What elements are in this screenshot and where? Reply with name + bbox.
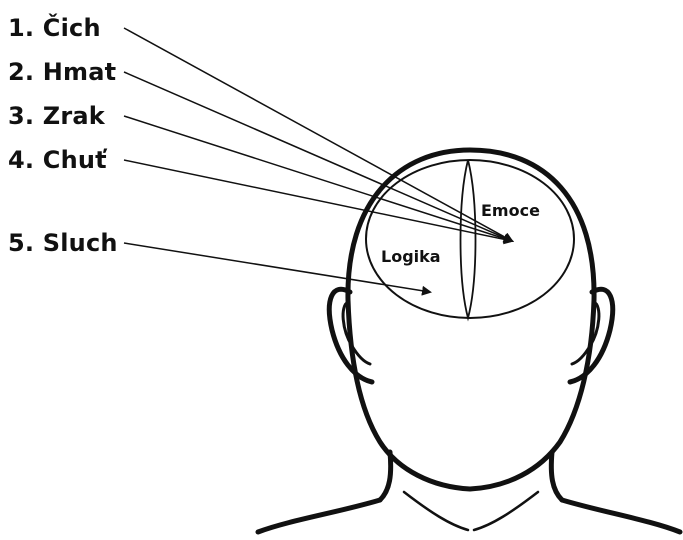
collarbone-right [474, 492, 538, 530]
collarbone-left [404, 492, 468, 530]
neck-right [551, 452, 562, 500]
region-label-emotion: Emoce [481, 202, 540, 220]
sense-label-zrak: 3. Zrak [8, 102, 105, 130]
region-label-logic: Logika [381, 248, 441, 266]
neck-left [380, 452, 391, 500]
sense-label-hmat: 2. Hmat [8, 58, 116, 86]
sense-label-cich: 1. Čich [8, 14, 101, 42]
shoulder-left [258, 500, 380, 532]
shoulder-right [562, 500, 680, 532]
sense-label-chut: 4. Chuť [8, 146, 107, 174]
sense-label-sluch: 5. Sluch [8, 229, 118, 257]
brain-oval [366, 160, 574, 318]
